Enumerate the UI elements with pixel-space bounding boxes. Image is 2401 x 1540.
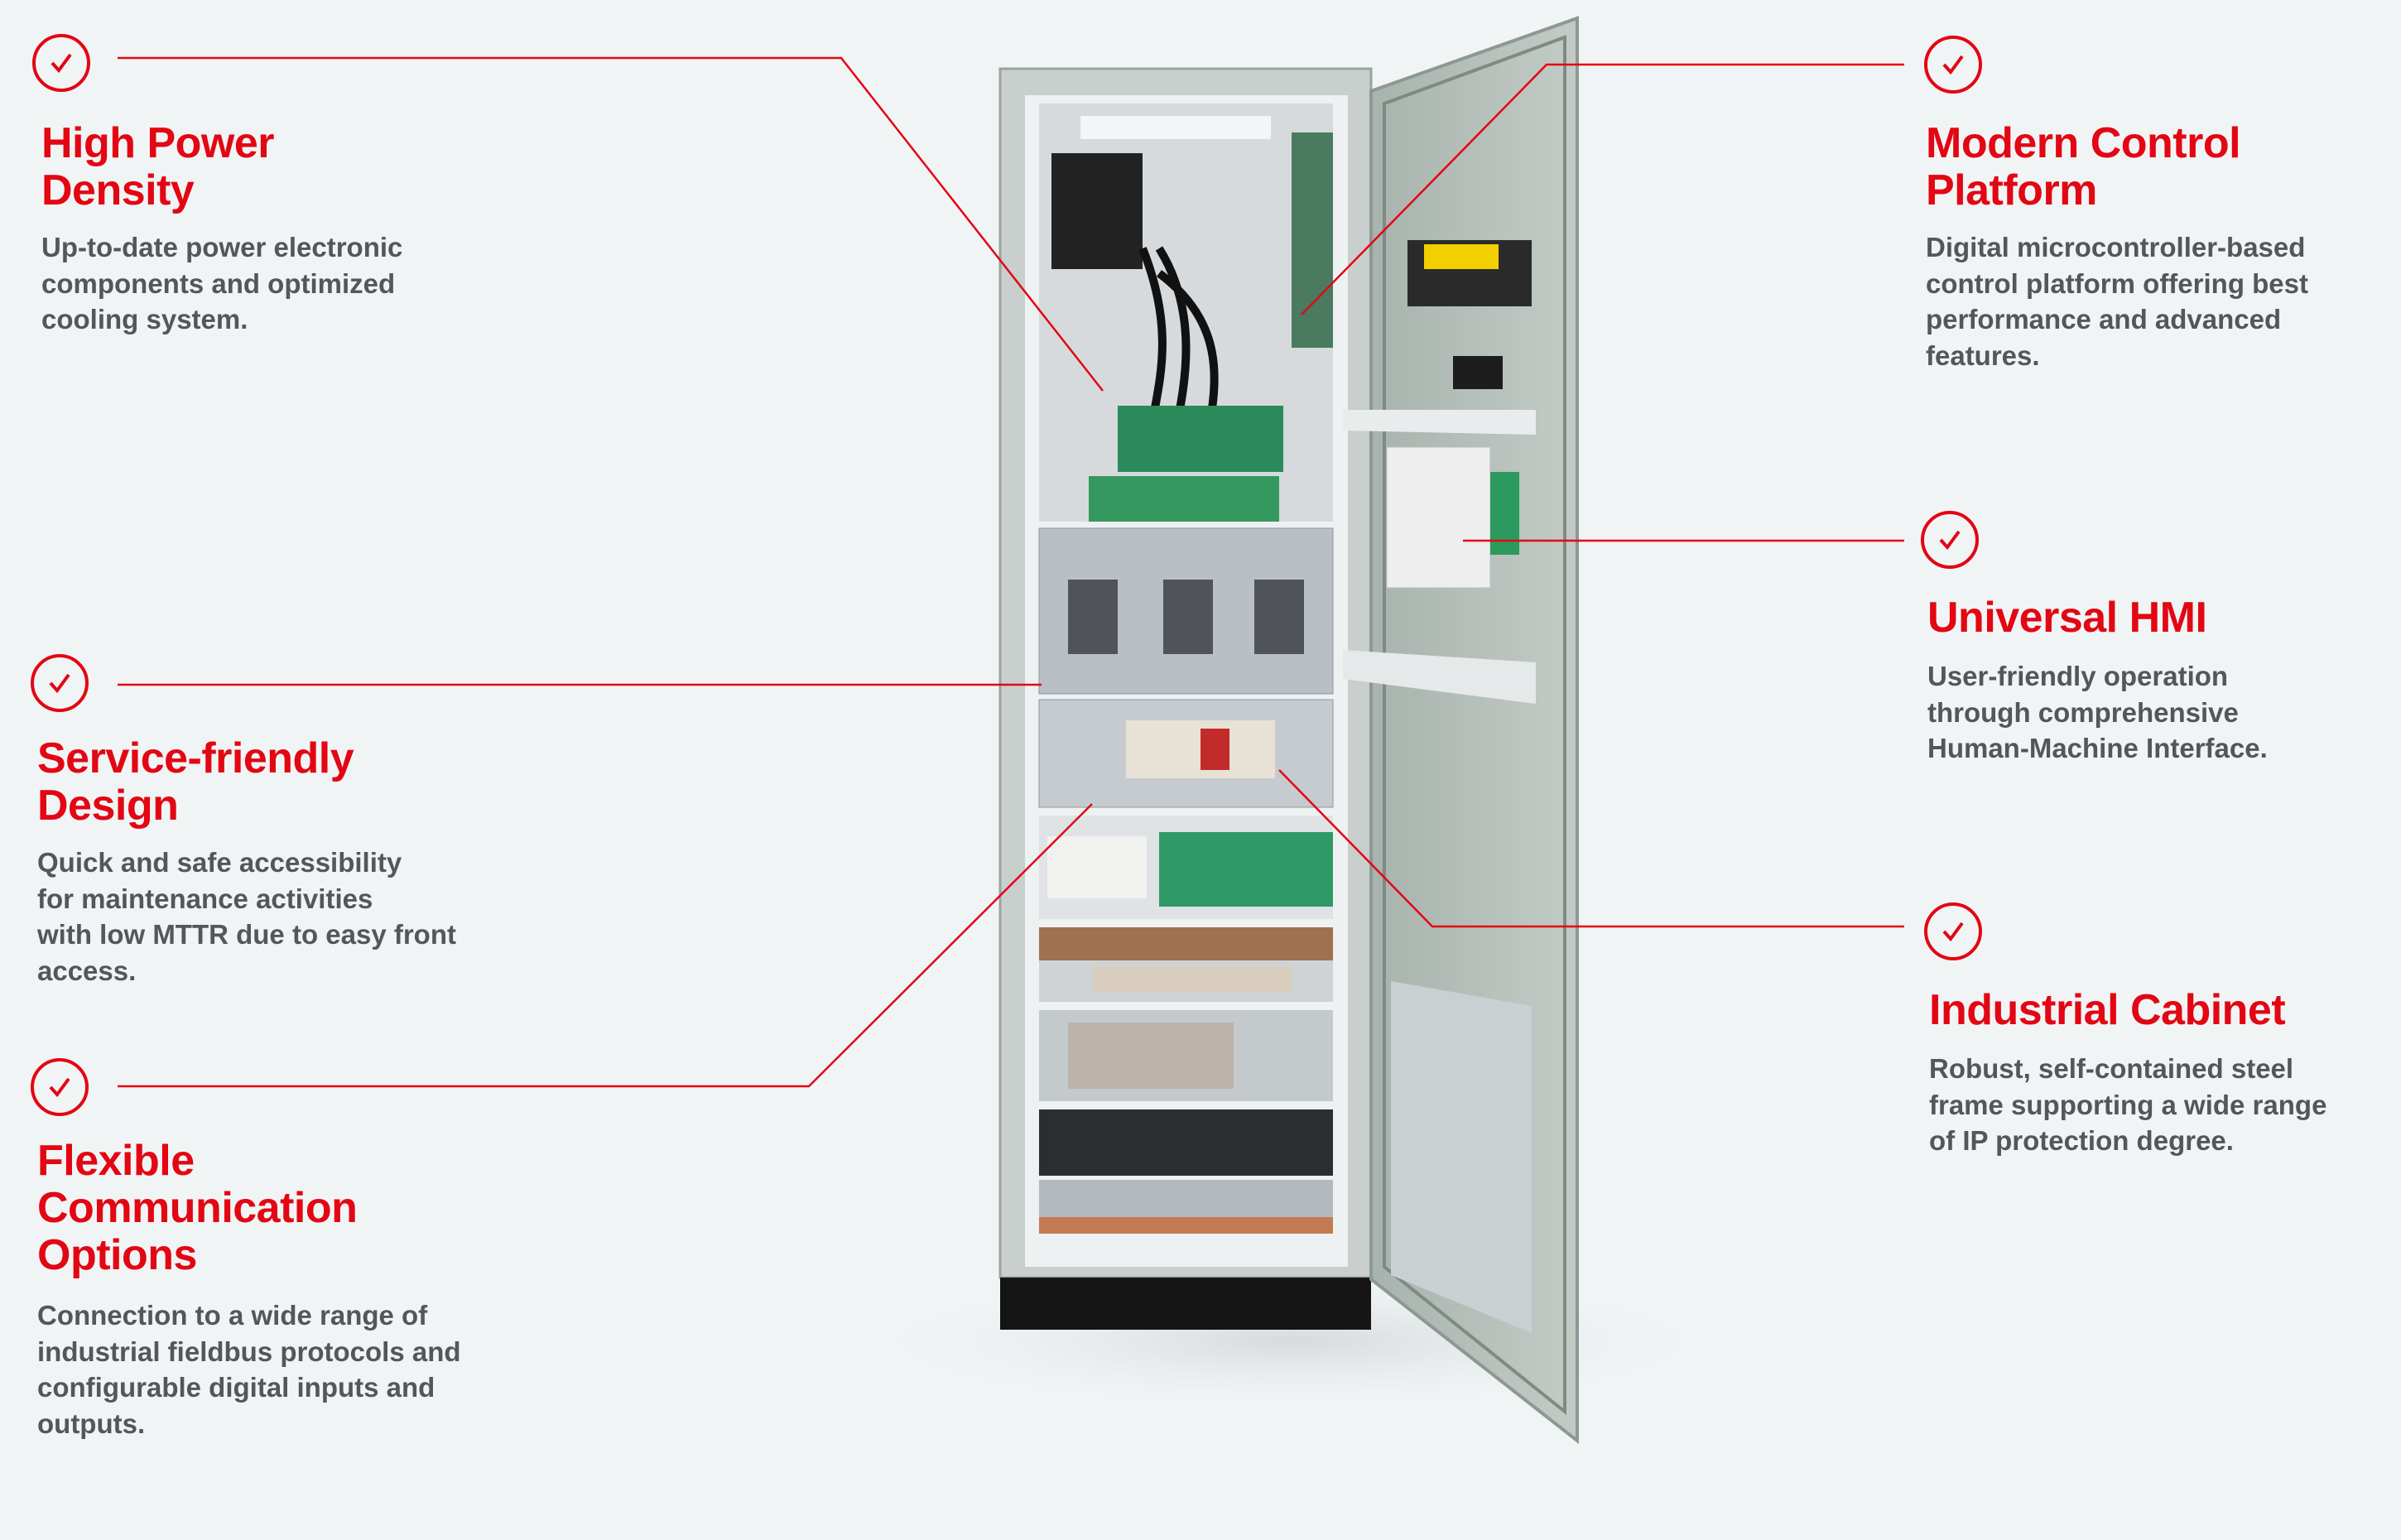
feature-industrial-cabinet: Industrial Cabinet Robust, self-containe… (1929, 987, 2326, 1159)
check-circle-icon (31, 1058, 89, 1116)
callout-line-high-power-density (118, 56, 1104, 392)
feature-title: Universal HMI (1927, 594, 2207, 642)
callout-line-flexible-communication-options (118, 803, 1093, 1088)
callout-line-modern-control-platform (1301, 63, 1904, 315)
check-circle-icon (32, 34, 90, 92)
callout-line-industrial-cabinet (1278, 769, 1904, 928)
check-circle-icon (1924, 902, 1982, 960)
check-circle-icon (31, 654, 89, 712)
feature-title: Industrial Cabinet (1929, 986, 2286, 1034)
check-circle-icon (1921, 511, 1979, 569)
check-circle-icon (1924, 36, 1982, 94)
